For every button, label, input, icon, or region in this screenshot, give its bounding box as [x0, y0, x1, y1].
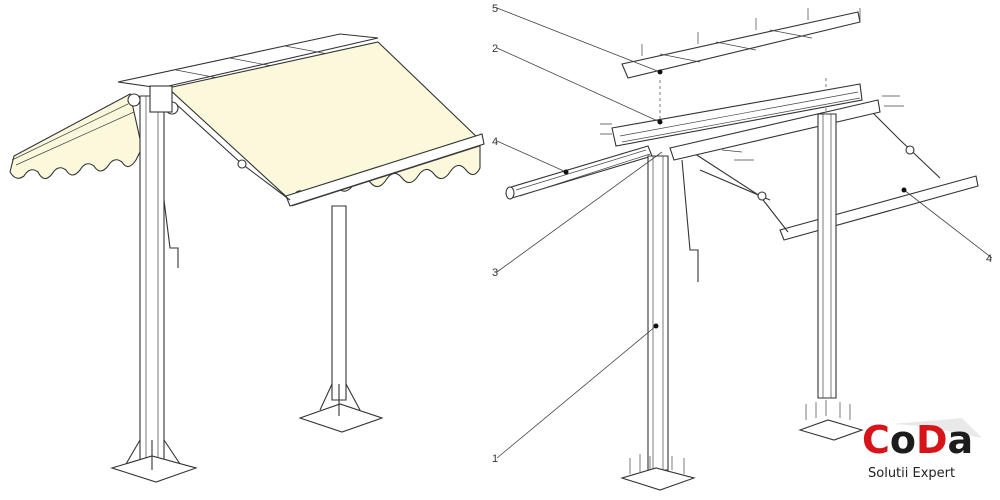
assembled-awning-drawing [9, 33, 485, 483]
callout-3: 3 [492, 267, 498, 279]
callout-1: 1 [492, 453, 498, 465]
logo-brand: CoDa [862, 418, 973, 462]
exploded-view-drawing [496, 7, 993, 491]
logo-letter-o: o [889, 418, 916, 462]
callout-5: 5 [492, 3, 498, 15]
logo-swoosh-icon [892, 418, 982, 438]
logo-tagline: Solutii Expert [868, 466, 956, 481]
logo-letter-a: a [947, 418, 974, 462]
coda-logo: CoDa Solutii Expert [862, 418, 992, 490]
logo-letter-c: C [862, 418, 890, 462]
callout-4-right: 4 [986, 253, 992, 265]
callout-4-left: 4 [492, 136, 498, 148]
logo-letter-d: D [916, 418, 948, 462]
callout-2: 2 [492, 43, 498, 55]
